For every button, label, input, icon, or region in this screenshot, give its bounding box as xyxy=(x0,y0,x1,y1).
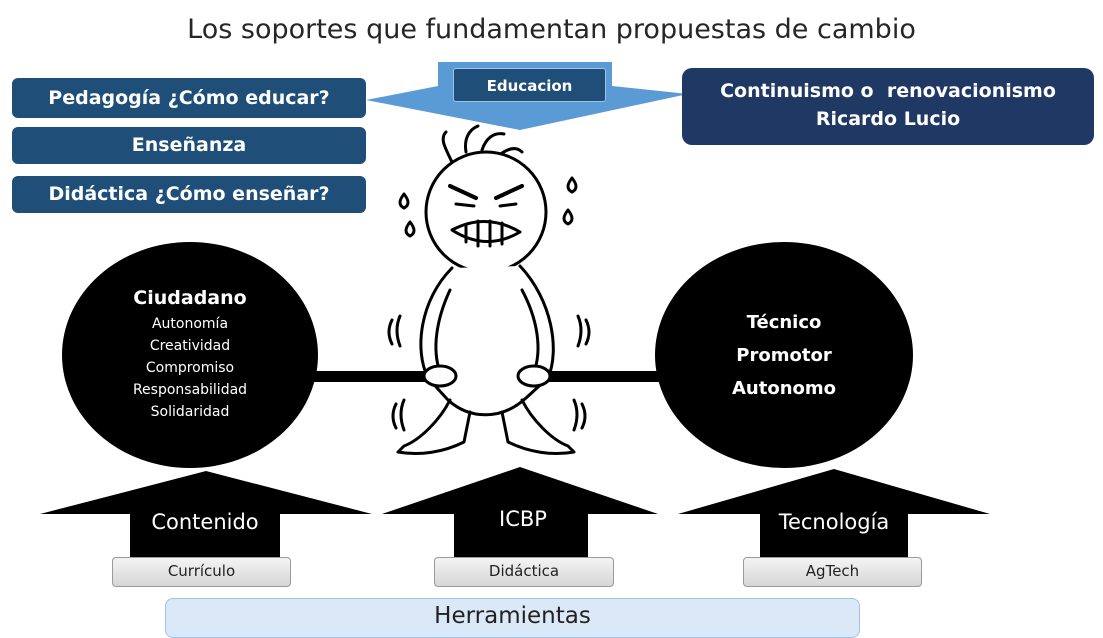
citizen-title: Ciudadano xyxy=(133,287,247,309)
citizen-item: Autonomía xyxy=(151,316,229,332)
arrow-label-icbp: ICBP xyxy=(499,507,547,531)
continuism-box: Continuismo o renovacionismo Ricardo Luc… xyxy=(682,68,1094,145)
citizen-item: Compromiso xyxy=(145,360,235,376)
tools-banner: Herramientas xyxy=(165,598,860,638)
weight-technician: Técnico Promotor Autonomo xyxy=(655,242,913,468)
technician-item: Técnico xyxy=(746,311,822,333)
arrow-tecnologia xyxy=(678,469,990,557)
agtech-button[interactable]: AgTech xyxy=(743,557,922,587)
citizen-item: Creatividad xyxy=(149,338,231,354)
technician-item: Autonomo xyxy=(731,377,837,399)
diagram-title: Los soportes que fundamentan propuestas … xyxy=(187,14,916,45)
stressed-figure-icon xyxy=(387,124,591,456)
pedagogy-box: Pedagogía ¿Cómo educar? xyxy=(12,78,366,118)
citizen-item: Solidaridad xyxy=(150,404,230,420)
education-box: Educacion xyxy=(453,68,606,102)
arrow-contenido xyxy=(40,471,372,557)
didactics-box: Didáctica ¿Cómo enseñar? xyxy=(12,176,366,213)
weight-citizen: Ciudadano Autonomía Creatividad Compromi… xyxy=(62,242,318,468)
citizen-item: Responsabilidad xyxy=(132,382,248,398)
continuism-line-1: Continuismo o renovacionismo xyxy=(720,80,1056,102)
curriculum-button[interactable]: Currículo xyxy=(112,557,291,587)
arrow-label-contenido: Contenido xyxy=(151,510,259,534)
continuism-line-2: Ricardo Lucio xyxy=(815,108,961,130)
technician-item: Promotor xyxy=(736,344,832,366)
didactics-button[interactable]: Didáctica xyxy=(434,557,614,587)
arrow-icbp xyxy=(382,467,658,557)
arrow-label-tecnologia: Tecnología xyxy=(778,510,890,534)
teaching-box: Enseñanza xyxy=(12,127,366,164)
